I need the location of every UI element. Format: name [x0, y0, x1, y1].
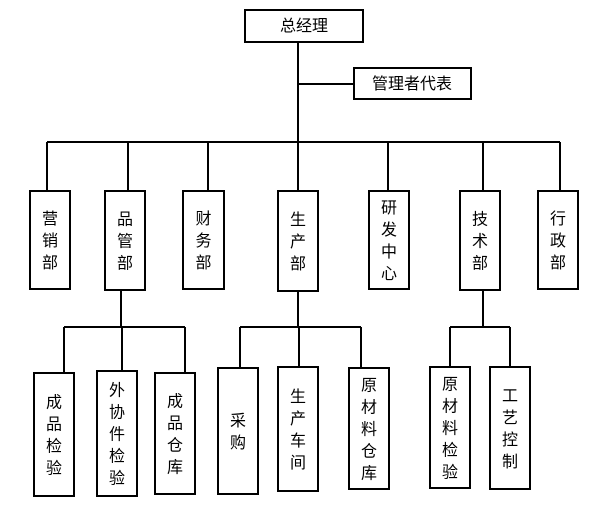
node-sub-production-2: 生产车间 [277, 366, 319, 492]
node-sub-production-1: 采购 [217, 367, 259, 495]
node-dept-sales: 营销部 [29, 190, 71, 290]
node-label: 总经理 [280, 16, 328, 35]
node-label: 生产车间 [290, 387, 306, 472]
node-label: 工艺控制 [502, 386, 518, 471]
node-sub-tech-2: 工艺控制 [489, 366, 531, 490]
node-sub-quality-1: 成品检验 [33, 372, 75, 497]
node-sub-quality-2: 外协件检验 [96, 370, 138, 497]
node-label: 生产部 [290, 210, 306, 273]
node-label: 原材料检验 [442, 375, 458, 482]
node-label: 技术部 [472, 210, 488, 273]
node-general-manager: 总经理 [244, 9, 364, 43]
node-sub-tech-1: 原材料检验 [429, 366, 471, 489]
node-dept-admin: 行政部 [537, 190, 579, 290]
node-label: 采购 [230, 411, 246, 452]
node-label: 品管部 [117, 210, 133, 273]
node-dept-rnd: 研发中心 [368, 190, 410, 290]
node-label: 营销部 [42, 209, 58, 272]
node-label: 外协件检验 [109, 381, 125, 488]
node-dept-tech: 技术部 [459, 190, 501, 291]
node-dept-production: 生产部 [277, 190, 319, 292]
node-label: 成品检验 [46, 393, 62, 478]
node-label: 管理者代表 [372, 74, 452, 93]
node-dept-quality: 品管部 [104, 190, 146, 291]
node-sub-production-3: 原材料仓库 [348, 367, 390, 490]
node-dept-finance: 财务部 [182, 190, 225, 290]
node-label: 行政部 [550, 209, 566, 272]
node-management-representative: 管理者代表 [353, 67, 472, 100]
node-label: 财务部 [195, 209, 211, 272]
node-sub-quality-3: 成品仓库 [154, 372, 196, 495]
node-label: 成品仓库 [167, 392, 183, 477]
connectors [46, 42, 561, 373]
node-label: 原材料仓库 [361, 376, 377, 483]
node-label: 研发中心 [381, 198, 397, 283]
